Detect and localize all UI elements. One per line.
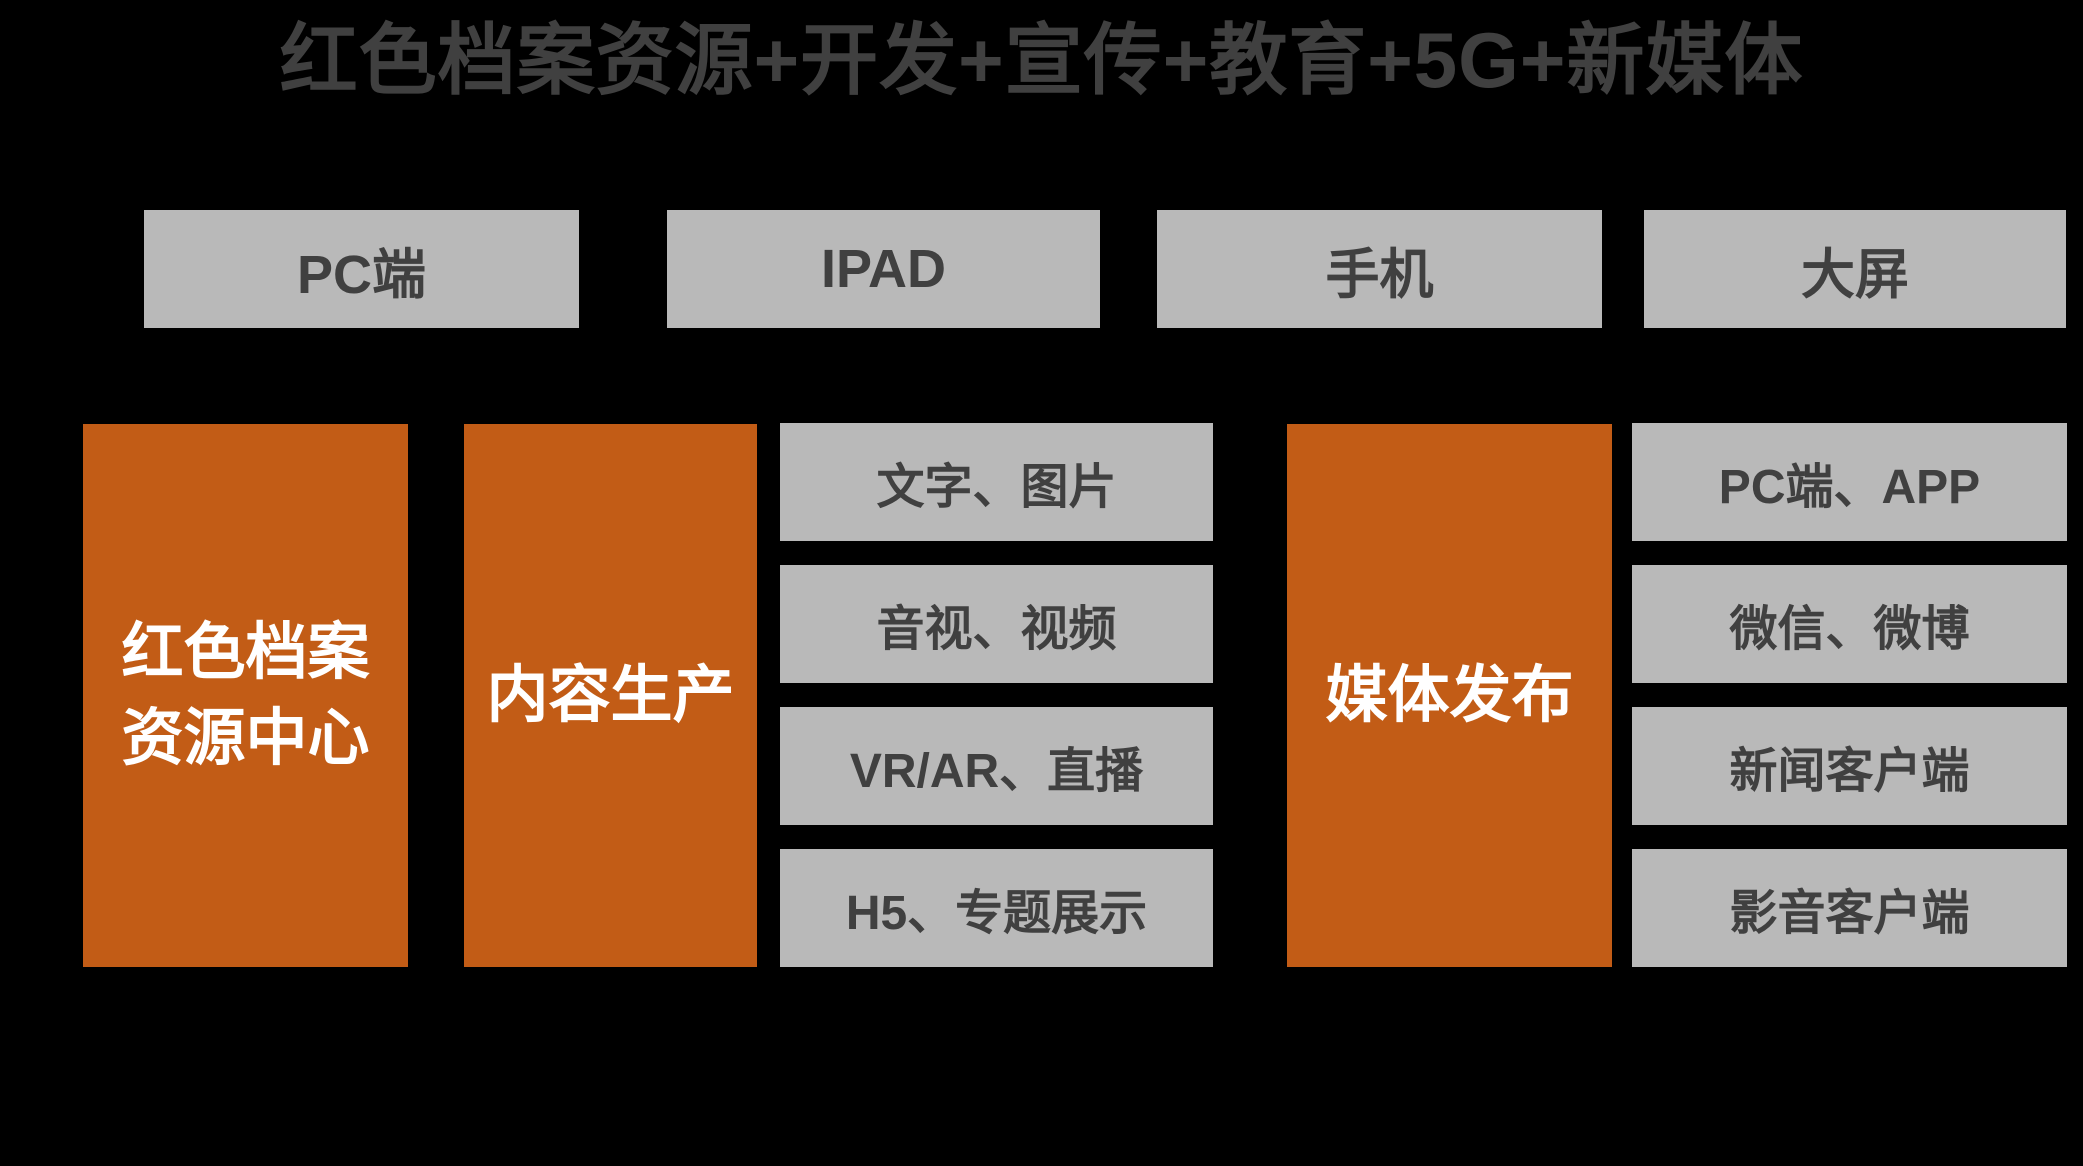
content-item-audio-video: 音视、视频 xyxy=(780,565,1213,683)
resource-center-label-line2: 资源中心 xyxy=(121,703,370,773)
channel-item-news-client: 新闻客户端 xyxy=(1632,707,2067,825)
device-box-ipad-label: IPAD xyxy=(820,239,946,299)
content-production-label: 内容生产 xyxy=(486,660,735,730)
media-release-label: 媒体发布 xyxy=(1325,660,1574,730)
channel-item-label: PC端、APP xyxy=(1718,461,1981,514)
channel-item-wechat-weibo: 微信、微博 xyxy=(1632,565,2067,683)
device-box-bigscreen-label: 大屏 xyxy=(1801,244,1909,305)
device-box-ipad: IPAD xyxy=(667,210,1100,328)
device-box-pc-label: PC端 xyxy=(296,244,426,305)
diagram-title: 红色档案资源+开发+宣传+教育+5G+新媒体 xyxy=(279,16,1804,104)
channel-item-label: 微信、微博 xyxy=(1729,603,1970,656)
resource-center-label-line1: 红色档案 xyxy=(121,617,370,687)
device-box-bigscreen: 大屏 xyxy=(1644,210,2066,328)
content-item-h5-exhibit: H5、专题展示 xyxy=(780,849,1213,967)
content-item-vr-ar-live: VR/AR、直播 xyxy=(780,707,1213,825)
device-box-phone: 手机 xyxy=(1157,210,1602,328)
content-item-label: VR/AR、直播 xyxy=(849,745,1144,798)
channel-item-label: 新闻客户端 xyxy=(1729,745,1970,798)
device-box-pc: PC端 xyxy=(144,210,579,328)
content-production-box: 内容生产 xyxy=(464,424,757,967)
channel-item-label: 影音客户端 xyxy=(1729,887,1970,940)
device-box-phone-label: 手机 xyxy=(1325,244,1434,305)
content-item-label: 音视、视频 xyxy=(876,603,1117,656)
content-item-label: H5、专题展示 xyxy=(845,887,1148,940)
content-item-label: 文字、图片 xyxy=(876,461,1117,514)
channel-item-media-client: 影音客户端 xyxy=(1632,849,2067,967)
content-item-text-image: 文字、图片 xyxy=(780,423,1213,541)
media-release-box: 媒体发布 xyxy=(1287,424,1612,967)
resource-center-box: 红色档案 资源中心 xyxy=(83,424,408,967)
channel-item-pc-app: PC端、APP xyxy=(1632,423,2067,541)
